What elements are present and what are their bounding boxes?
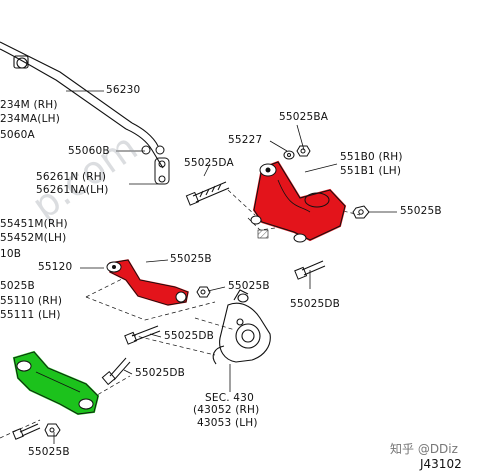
- label-10b: 10B: [0, 248, 22, 260]
- label-56230: 56230: [106, 84, 141, 96]
- label-55025b-mid: 55025B: [170, 253, 212, 265]
- stabilizer-link: [141, 145, 170, 185]
- label-55025ba: 55025BA: [279, 111, 329, 123]
- nut-mid: [196, 286, 211, 298]
- bolt-55025db-mid: [124, 325, 161, 345]
- label-43053: 43053 (LH): [197, 417, 258, 429]
- label-5060a: 5060A: [0, 129, 35, 141]
- bolt-bottom-left: [12, 423, 41, 440]
- nut-washer: [283, 145, 311, 160]
- watermark-zhihu: 知乎 @DDiz: [390, 442, 458, 456]
- label-55060b: 55060B: [68, 145, 110, 157]
- lower-arm-55110: [12, 350, 100, 416]
- upper-arm-551b0: [250, 160, 347, 243]
- stabilizer-bar: [0, 41, 164, 169]
- lower-link-55120: [106, 259, 189, 306]
- label-551b0: 551B0 (RH): [340, 151, 403, 163]
- bolt-55025da: [185, 181, 230, 206]
- label-234ma: 234MA(LH): [0, 113, 61, 125]
- hatched-mount: [257, 229, 269, 239]
- label-55025db-mid: 55025DB: [164, 330, 215, 342]
- knuckle-sec430: [212, 289, 271, 365]
- label-sec430: SEC. 430: [205, 392, 254, 404]
- label-55025b-mid2: 55025B: [228, 280, 270, 292]
- label-234m: 234M (RH): [0, 99, 58, 111]
- nut-bottom: [44, 423, 61, 437]
- label-55025db-low: 55025DB: [135, 367, 186, 379]
- label-551b1: 551B1 (LH): [340, 165, 402, 177]
- label-55111: 55111 (LH): [0, 309, 61, 321]
- label-55025b-right: 55025B: [400, 205, 442, 217]
- label-5025b-left: 5025B: [0, 280, 35, 292]
- label-55025db-right: 55025DB: [290, 298, 341, 310]
- leader-lines: [53, 90, 397, 444]
- label-43052: (43052 (RH): [193, 404, 260, 416]
- label-55120: 55120: [38, 261, 73, 273]
- bolt-55025db-right: [294, 260, 326, 280]
- label-55227: 55227: [228, 134, 263, 146]
- label-56261na: 56261NA(LH): [36, 184, 109, 196]
- label-55110: 55110 (RH): [0, 295, 63, 307]
- label-55025b-bottom: 55025B: [28, 446, 70, 458]
- label-55025da: 55025DA: [184, 157, 234, 169]
- label-55451m: 55451M(RH): [0, 218, 68, 230]
- diagram-reference: J43102: [420, 457, 462, 471]
- label-55452m: 55452M(LH): [0, 232, 67, 244]
- nut-right: [352, 205, 370, 219]
- label-56261n: 56261N (RH): [36, 171, 107, 183]
- bolt-55025db-low: [101, 357, 131, 386]
